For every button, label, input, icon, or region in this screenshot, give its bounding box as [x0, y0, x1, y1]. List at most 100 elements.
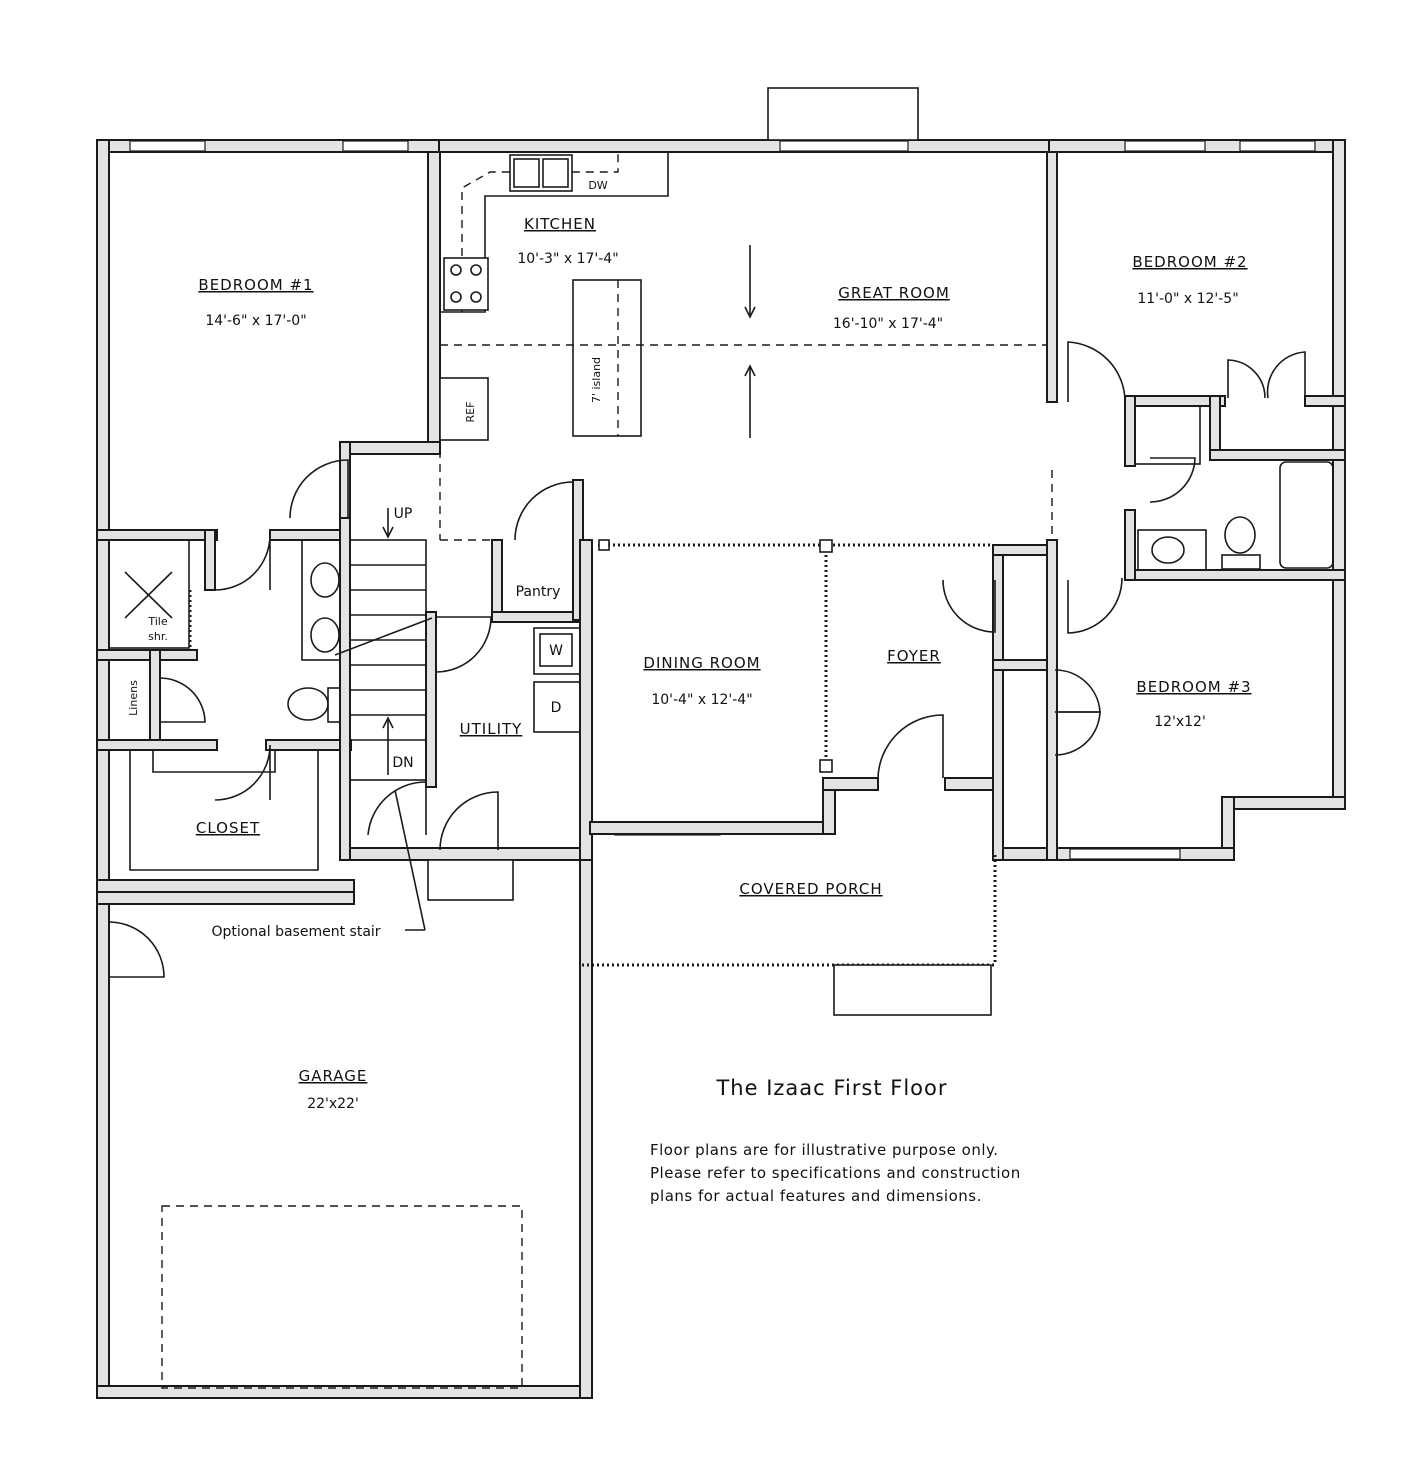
- sink-basin-right: [542, 158, 569, 188]
- door-bedroom2[interactable]: [1067, 341, 1126, 402]
- tile-shower: [108, 539, 190, 649]
- door-garage-side[interactable]: [108, 921, 165, 978]
- shower-drain-line: [124, 571, 173, 619]
- sink-basin-left: [513, 158, 540, 188]
- door-closet-b3-bottom[interactable]: [1054, 711, 1101, 756]
- room-dims-great-room: 16'-10" x 17'-4": [833, 316, 943, 332]
- up-arrow-head: [382, 526, 394, 539]
- toilet-tank: [1221, 554, 1261, 570]
- door-pantry[interactable]: [514, 481, 574, 541]
- sink: [310, 562, 340, 598]
- doors[interactable]: [108, 341, 1306, 978]
- closet-shelving: [129, 749, 319, 871]
- room-name-pantry: Pantry: [516, 584, 561, 600]
- door-bedroom1[interactable]: [289, 459, 349, 519]
- wall-foyer-right-bottom: [944, 777, 996, 791]
- stair-break-line: [334, 617, 433, 656]
- refrigerator-label: REF: [464, 402, 477, 423]
- garage-step: [427, 859, 514, 901]
- upper-cabinets: [461, 152, 619, 312]
- door-front-entry[interactable]: [877, 714, 944, 779]
- room-dims-dining: 10'-4" x 12'-4": [651, 692, 752, 708]
- door-closet-b2-right[interactable]: [1266, 351, 1306, 399]
- island-label: 7' island: [590, 357, 603, 403]
- wall-utility-right: [579, 539, 593, 861]
- wall-stair-right: [425, 611, 437, 788]
- column: [598, 539, 610, 551]
- wall-bath-top-b: [1304, 395, 1346, 407]
- kitchen-cabinets: [439, 152, 669, 441]
- wall-bedroom1-notch: [339, 441, 441, 455]
- wall-garage-top-left: [96, 891, 355, 905]
- bath-fixtures: [108, 405, 1334, 723]
- wall-bath-right: [339, 517, 351, 861]
- hall-vanity: [1137, 529, 1207, 571]
- washer-label: W: [549, 643, 563, 659]
- wall-closet-top: [992, 544, 1056, 556]
- toilet: [287, 687, 329, 721]
- room-dims-bedroom1: 14'-6" x 17'-0": [205, 313, 306, 329]
- window: [342, 140, 409, 152]
- room-dims-garage: 22'x22': [307, 1096, 359, 1112]
- door-utility[interactable]: [435, 616, 492, 673]
- stair-down-label: DN: [392, 755, 413, 771]
- title-block: The Izaac First Floor Floor plans are fo…: [650, 1076, 1020, 1205]
- stair-outline: [349, 539, 427, 781]
- wall-bedroom1-bottom-b: [269, 529, 351, 541]
- burner: [470, 291, 482, 303]
- room-name-kitchen: KITCHEN: [524, 215, 596, 233]
- room-name-garage: GARAGE: [299, 1067, 368, 1085]
- door-stair-down[interactable]: [367, 781, 427, 836]
- room-dims-bedroom3: 12'x12': [1154, 714, 1206, 730]
- door-closet[interactable]: [214, 744, 271, 801]
- door-closet-b3-top[interactable]: [1054, 669, 1101, 713]
- door-foyer-closet[interactable]: [942, 579, 996, 633]
- wall-bath-bottom-b: [265, 739, 352, 751]
- window: [1069, 848, 1181, 860]
- toilet: [1224, 516, 1256, 554]
- wall-bedroom1-right: [427, 151, 441, 453]
- door-garage[interactable]: [439, 791, 499, 851]
- wall-bedroom3-bottom-right: [1221, 796, 1346, 810]
- bathtub: [1279, 461, 1334, 569]
- arrow-head: [744, 306, 756, 319]
- wall-bath-bottom: [96, 739, 218, 751]
- dryer-label: D: [551, 700, 562, 716]
- dryer: [533, 681, 581, 733]
- wall-right: [1332, 139, 1346, 806]
- door-linens[interactable]: [159, 677, 206, 723]
- wall-closet-b2: [1209, 395, 1221, 459]
- room-dividers: [439, 245, 1053, 967]
- refrigerator: [439, 377, 489, 441]
- wall-shower-right: [204, 529, 216, 591]
- room-labels: BEDROOM #1 14'-6" x 17'-0" KITCHEN 10'-3…: [196, 215, 1251, 1112]
- counter-outline: [439, 152, 669, 313]
- wall-foyer-left-bottom: [822, 777, 879, 791]
- porch-step: [833, 964, 992, 1016]
- door-master-bath[interactable]: [214, 534, 271, 591]
- wall-garage-top-right: [342, 847, 593, 861]
- wall-left: [96, 139, 110, 1399]
- stair-up-label: UP: [394, 506, 413, 522]
- wall-bath-left: [1124, 395, 1136, 467]
- window: [1239, 140, 1316, 152]
- wall-pantry-left: [491, 539, 503, 621]
- wall-linens-right: [149, 649, 161, 743]
- closet-utility-fixtures: [129, 627, 992, 1016]
- door-hall-bath[interactable]: [1149, 457, 1196, 503]
- window: [129, 140, 206, 152]
- washer-inner: [539, 633, 573, 667]
- door-closet-b2-left[interactable]: [1227, 359, 1266, 399]
- room-name-closet: CLOSET: [196, 819, 260, 837]
- wall-shower-bottom: [96, 649, 198, 661]
- arrow-head: [744, 364, 756, 377]
- stairs: [334, 508, 433, 931]
- linens-label: Linens: [127, 680, 140, 716]
- down-arrow-head: [382, 716, 394, 729]
- burner: [450, 291, 462, 303]
- shower-label-shr: shr.: [148, 630, 168, 643]
- washer: [533, 627, 581, 675]
- door-bedroom3[interactable]: [1067, 577, 1123, 634]
- room-name-bedroom3: BEDROOM #3: [1136, 678, 1251, 696]
